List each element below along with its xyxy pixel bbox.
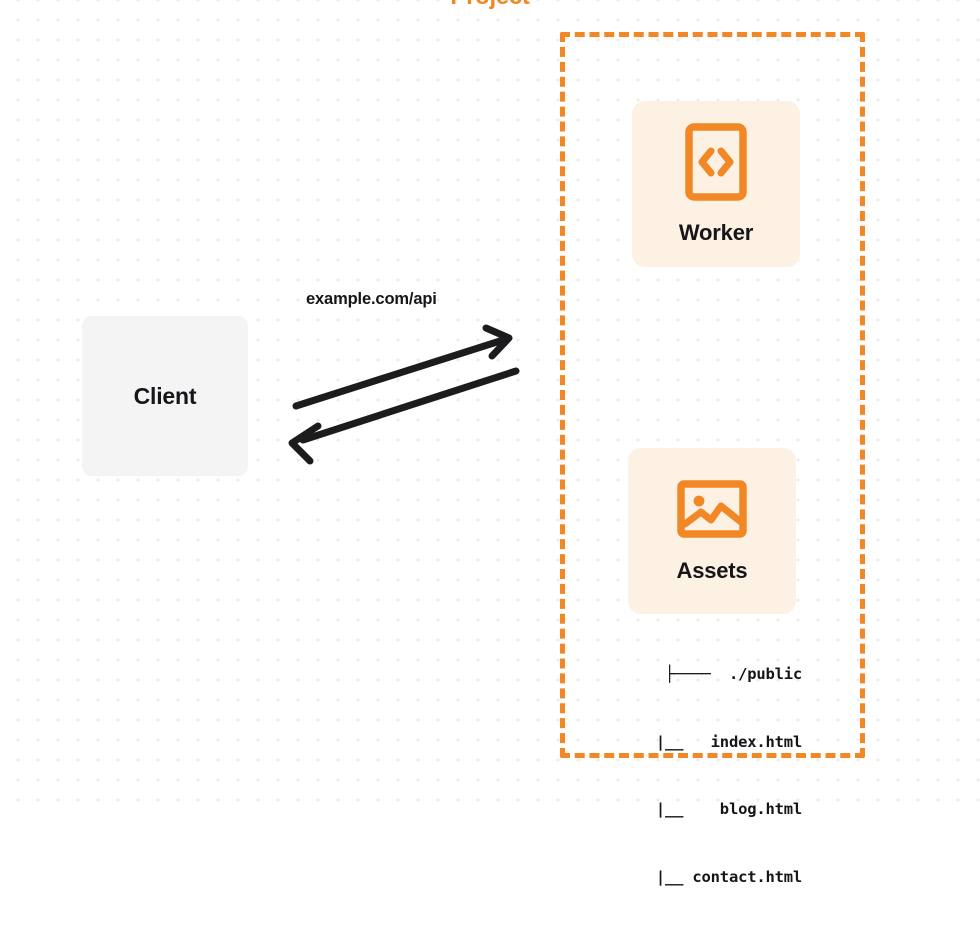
assets-file-tree: ├──── ./public |__ index.html |__ blog.h… bbox=[608, 618, 802, 933]
file-tree-row: |__ index.html bbox=[619, 732, 802, 751]
worker-card[interactable]: Worker bbox=[632, 101, 800, 267]
project-boundary bbox=[560, 32, 865, 758]
diagram-canvas: Client example.com/api Project Worker bbox=[0, 0, 980, 886]
connection-url-label: example.com/api bbox=[306, 290, 437, 308]
arrow-right-up-icon bbox=[292, 324, 513, 410]
project-title: Project bbox=[0, 0, 980, 11]
file-tree-row: ├──── ./public bbox=[665, 665, 802, 683]
code-brackets-icon bbox=[685, 122, 747, 206]
arrow-left-down-icon bbox=[288, 367, 520, 465]
file-tree-row: |__ contact.html bbox=[619, 867, 802, 886]
file-tree-row: |__ blog.html bbox=[619, 800, 802, 818]
image-picture-icon bbox=[677, 479, 747, 544]
assets-card[interactable]: Assets bbox=[628, 448, 796, 614]
worker-card-label: Worker bbox=[678, 219, 754, 245]
project-title-text: Project bbox=[445, 0, 535, 10]
client-node-label: Client bbox=[133, 382, 197, 409]
assets-card-label: Assets bbox=[676, 557, 748, 583]
client-node[interactable]: Client bbox=[82, 316, 248, 476]
